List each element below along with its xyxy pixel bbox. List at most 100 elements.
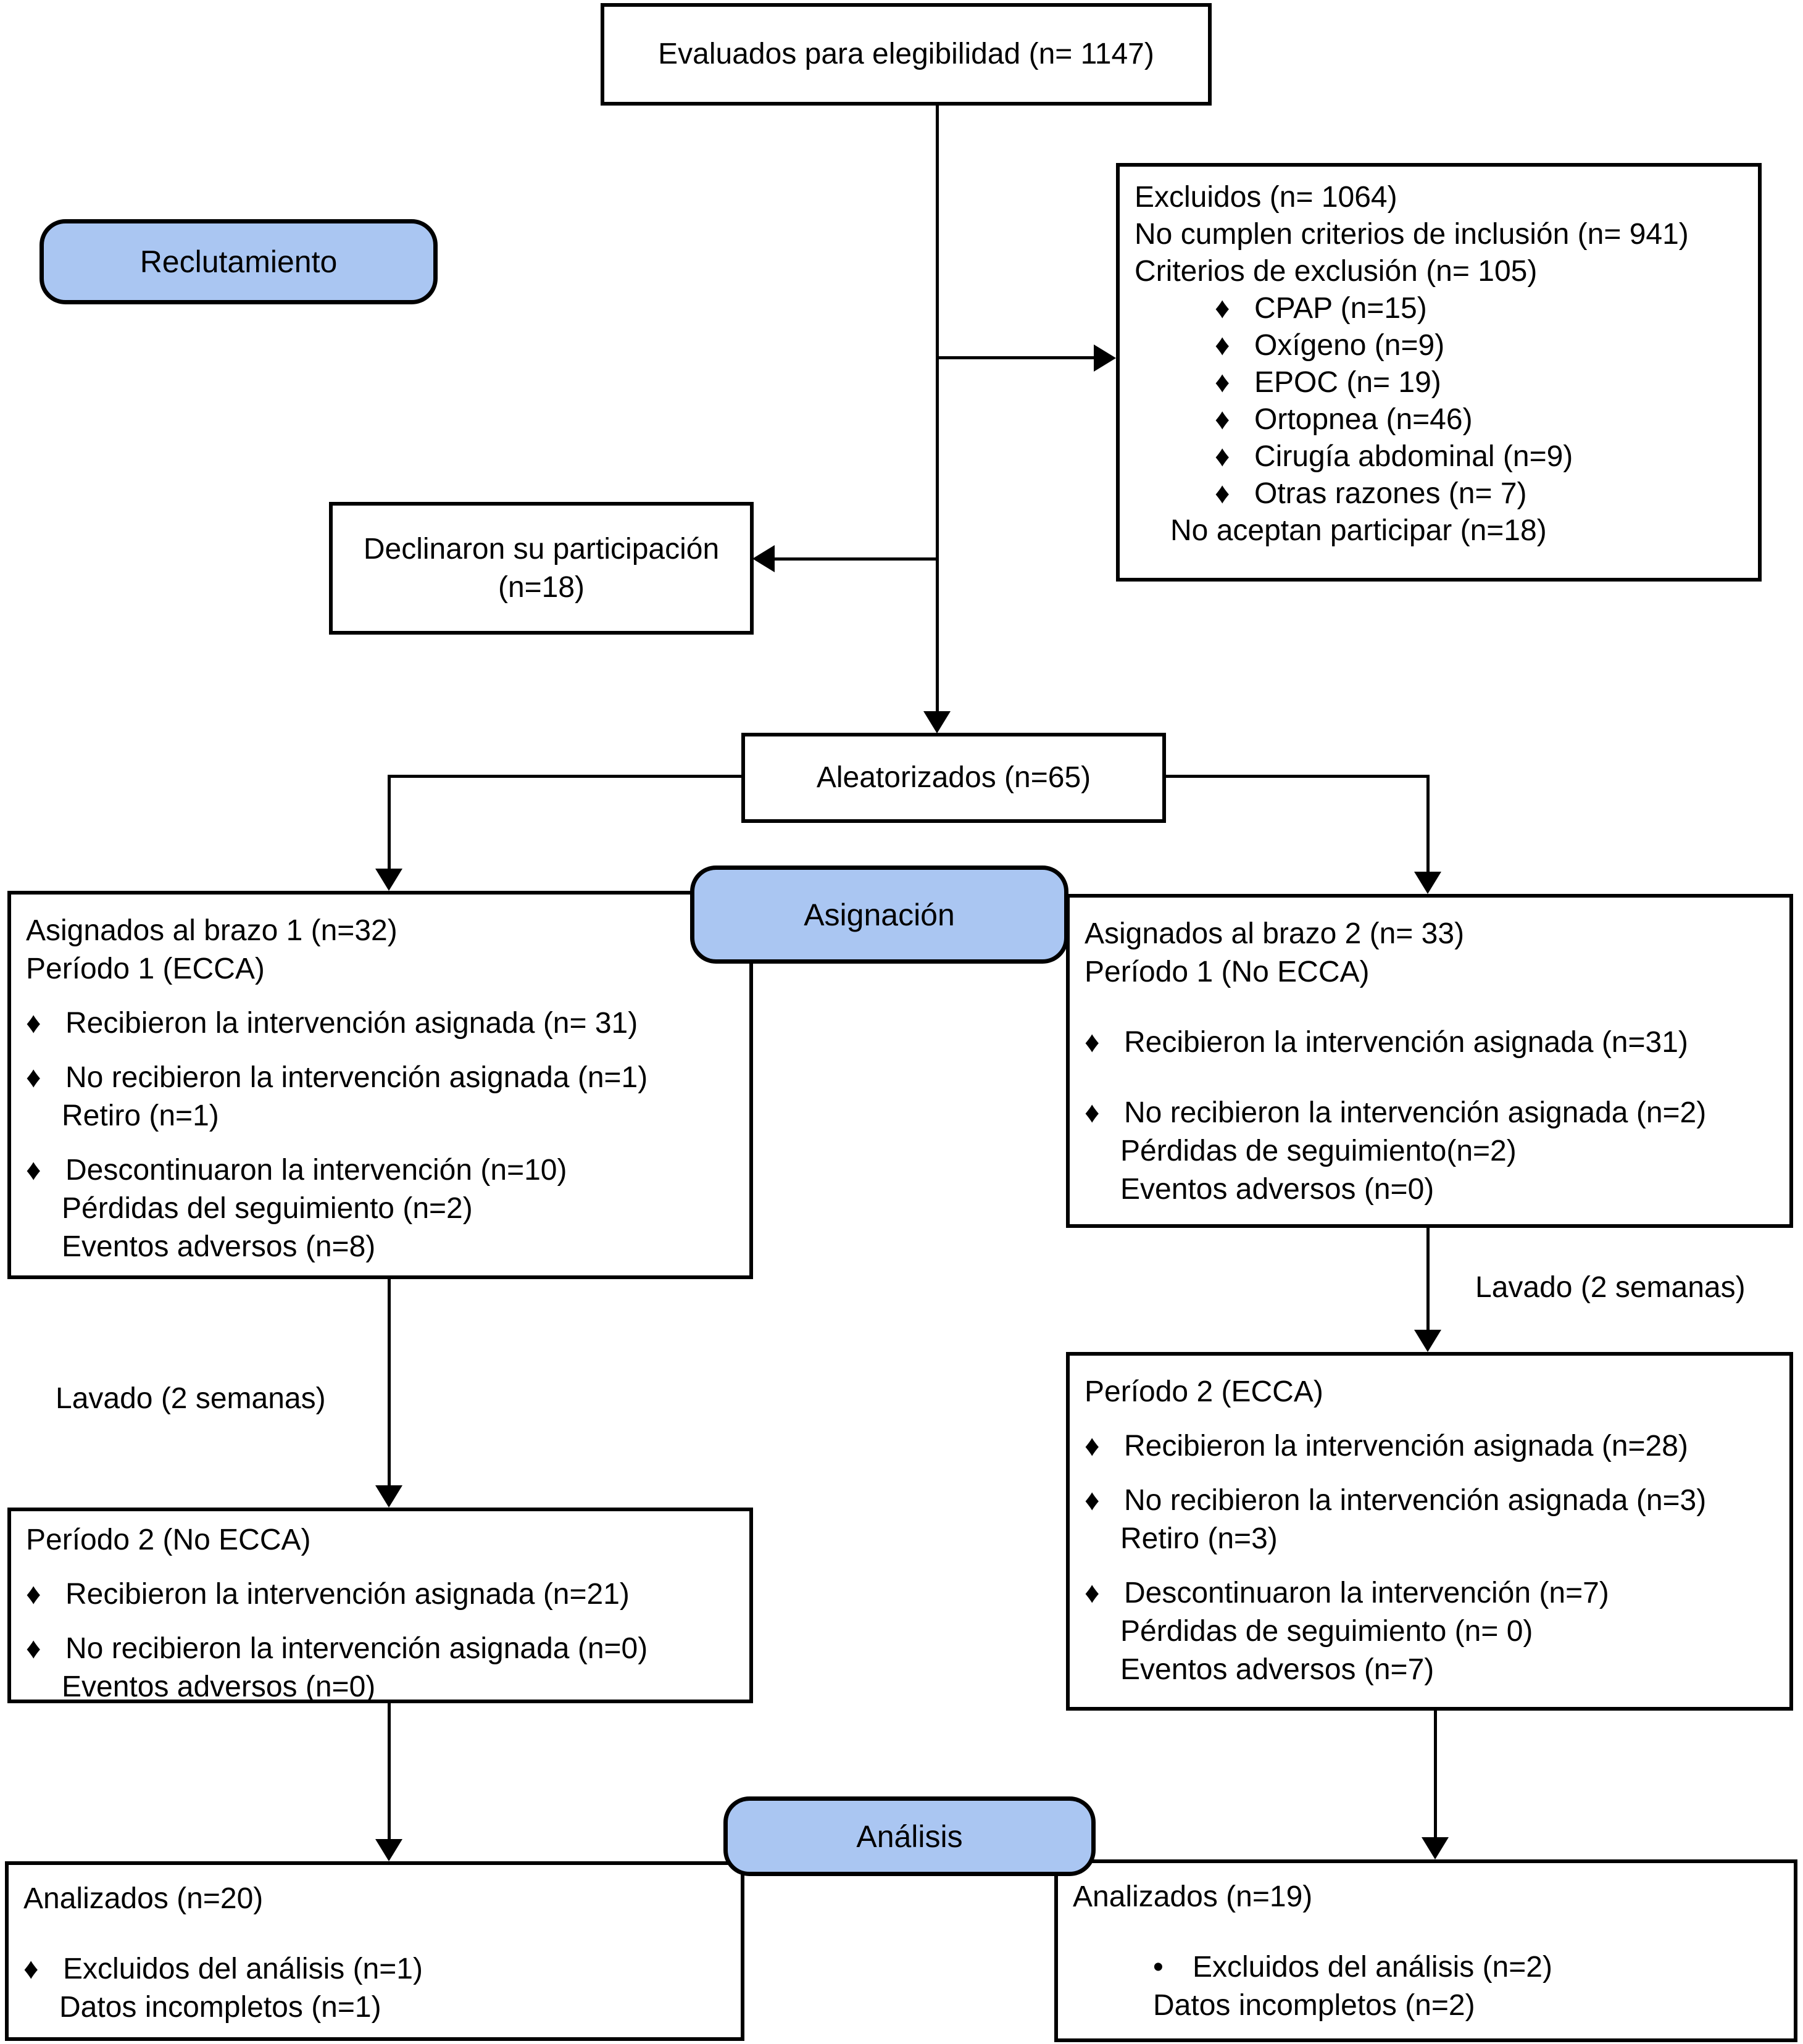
text-line: (n=18)	[498, 569, 585, 607]
line-text: Asignados al brazo 1 (n=32)	[26, 914, 398, 947]
text-line: Criterios de exclusión (n= 105)	[1135, 253, 1743, 290]
arrow-left-icon	[752, 545, 775, 572]
text-line: Evaluados para elegibilidad (n= 1147)	[658, 35, 1154, 73]
line-text: Pérdidas de seguimiento (n= 0)	[1120, 1615, 1533, 1648]
text-line: Analizados (n=20)	[23, 1880, 726, 1918]
randomized-box: Aleatorizados (n=65)	[741, 733, 1166, 823]
declined-participation-box: Declinaron su participación (n=18)	[329, 502, 754, 635]
line-text: Eventos adversos (n=0)	[1120, 1173, 1434, 1206]
text-line: ♦ Recibieron la intervención asignada (n=…	[26, 1004, 735, 1043]
text-line: ♦Recibieron la intervención asignada (n=…	[1085, 1024, 1775, 1062]
text-line: Retiro (n=1)	[26, 1097, 735, 1135]
line-text: No recibieron la intervención asignada (…	[65, 1632, 648, 1665]
line-text: EPOC (n= 19)	[1254, 366, 1441, 399]
line-text: No recibieron la intervención asignada (…	[1124, 1484, 1707, 1517]
text-line: ♦Descontinuaron la intervención (n=7)	[1085, 1574, 1775, 1612]
text-line: Período 2 (ECCA)	[1085, 1373, 1775, 1411]
line-text: Período 1 (No ECCA)	[1085, 956, 1370, 988]
line-text: Criterios de exclusión (n= 105)	[1135, 255, 1538, 288]
line-text: Recibieron la intervención asignada (n= …	[65, 1007, 638, 1040]
diamond-bullet-icon: ♦	[26, 1061, 41, 1094]
connector-randomized-arm2-horizontal	[1165, 775, 1428, 778]
line-text: No recibieron la intervención asignada (…	[65, 1061, 648, 1094]
line-text: No cumplen criterios de inclusión (n= 94…	[1135, 218, 1689, 251]
line-text: No recibieron la intervención asignada (…	[1124, 1096, 1707, 1129]
connector-randomized-arm1-vertical	[388, 775, 391, 869]
text-line: ♦ Excluidos del análisis (n=1)	[23, 1950, 726, 1988]
text-line: Excluidos (n= 1064)	[1135, 179, 1743, 216]
arrow-down-icon	[375, 869, 402, 891]
analyzed-arm2-box: Analizados (n=19) •Excluidos del análisis…	[1054, 1859, 1797, 2042]
connector-to-excluded	[936, 356, 1094, 359]
diamond-bullet-icon: ♦	[26, 1632, 41, 1665]
text-line: Declinaron su participación	[364, 530, 719, 569]
eligibility-box: Evaluados para elegibilidad (n= 1147)	[601, 3, 1212, 106]
connector-analysis-right	[1434, 1710, 1437, 1838]
line-text: Excluidos del análisis (n=1)	[63, 1953, 423, 1985]
connector-eligibility-randomized	[936, 106, 939, 714]
arrow-right-icon	[1094, 344, 1116, 372]
stage-recruitment-badge: Reclutamiento	[40, 219, 438, 304]
line-text: Declinaron su participación	[363, 532, 720, 565]
diamond-bullet-icon: ♦	[1215, 440, 1230, 473]
diamond-bullet-icon: ♦	[1215, 403, 1230, 436]
line-text: Excluidos del análisis (n=2)	[1193, 1951, 1552, 1984]
text-line: ♦Recibieron la intervención asignada (n=…	[1085, 1427, 1775, 1466]
arrow-down-icon	[375, 1485, 402, 1508]
connector-analysis-left	[388, 1703, 391, 1840]
diamond-bullet-icon: ♦	[26, 1578, 41, 1611]
arm2-period2-box: Período 2 (ECCA) ♦Recibieron la intervenc…	[1066, 1352, 1793, 1711]
text-line: Datos incompletos (n=2)	[1073, 1987, 1779, 2025]
diamond-bullet-icon: ♦	[1215, 366, 1230, 399]
line-text: Asignados al brazo 2 (n= 33)	[1085, 917, 1465, 950]
text-line: Retiro (n=3)	[1085, 1520, 1775, 1558]
connector-washout-left	[388, 1279, 391, 1486]
text-line: Pérdidas de seguimiento(n=2)	[1085, 1132, 1775, 1170]
text-line: No aceptan participar (n=18)	[1135, 512, 1743, 549]
arrow-down-icon	[923, 711, 951, 733]
line-text: Evaluados para elegibilidad (n= 1147)	[658, 38, 1154, 70]
line-text: Ortopnea (n=46)	[1254, 403, 1473, 436]
diamond-bullet-icon: ♦	[1215, 292, 1230, 325]
arrow-down-icon	[1414, 872, 1441, 894]
line-text: Cirugía abdominal (n=9)	[1254, 440, 1573, 473]
text-line: ♦ CPAP (n=15)	[1135, 290, 1743, 327]
line-text: Pérdidas de seguimiento(n=2)	[1120, 1135, 1517, 1167]
line-text: Eventos adversos (n=0)	[62, 1671, 376, 1703]
diamond-bullet-icon: ♦	[26, 1007, 41, 1040]
connector-randomized-arm2-vertical	[1426, 775, 1430, 872]
text-line: Período 1 (No ECCA)	[1085, 953, 1775, 991]
connector-to-declined	[775, 557, 938, 561]
arm1-period1-box: Asignados al brazo 1 (n=32)Período 1 (EC…	[7, 891, 753, 1279]
line-text: Período 2 (No ECCA)	[26, 1524, 311, 1556]
text-line: Datos incompletos (n=1)	[23, 1988, 726, 2027]
line-text: Aleatorizados (n=65)	[816, 761, 1091, 794]
line-text: Recibieron la intervención asignada (n=2…	[65, 1578, 630, 1611]
connector-washout-right	[1426, 1227, 1430, 1330]
text-line: •Excluidos del análisis (n=2)	[1073, 1948, 1779, 1987]
line-text: Período 2 (ECCA)	[1085, 1375, 1323, 1408]
text-line: ♦ Ortopnea (n=46)	[1135, 401, 1743, 438]
stage-analysis-badge: Análisis	[723, 1796, 1096, 1876]
diamond-bullet-icon: ♦	[23, 1953, 39, 1985]
text-line: ♦Descontinuaron la intervención (n=10)	[26, 1151, 735, 1190]
text-line: ♦ Cirugía abdominal (n=9)	[1135, 438, 1743, 475]
line-text: No aceptan participar (n=18)	[1170, 514, 1547, 547]
diamond-bullet-icon: ♦	[1085, 1096, 1100, 1129]
text-line: ♦ No recibieron la intervención asignada …	[1085, 1094, 1775, 1132]
diamond-bullet-icon: ♦	[1215, 477, 1230, 510]
text-line: ♦ EPOC (n= 19)	[1135, 364, 1743, 401]
text-line: No cumplen criterios de inclusión (n= 94…	[1135, 216, 1743, 253]
line-text: Descontinuaron la intervención (n=7)	[1124, 1577, 1609, 1609]
text-line: Período 2 (No ECCA)	[26, 1521, 735, 1559]
text-line: Analizados (n=19)	[1073, 1878, 1779, 1916]
arrow-down-icon	[1422, 1837, 1449, 1859]
arrow-down-icon	[1414, 1330, 1441, 1352]
analyzed-arm1-box: Analizados (n=20) ♦ Excluidos del análisis…	[5, 1861, 744, 2041]
text-line: ♦ Recibieron la intervención asignada (n=…	[26, 1575, 735, 1614]
text-line: Asignados al brazo 2 (n= 33)	[1085, 915, 1775, 953]
line-text: Recibieron la intervención asignada (n=3…	[1124, 1026, 1688, 1059]
line-text: CPAP (n=15)	[1254, 292, 1427, 325]
diamond-bullet-icon: ♦	[1085, 1484, 1100, 1517]
